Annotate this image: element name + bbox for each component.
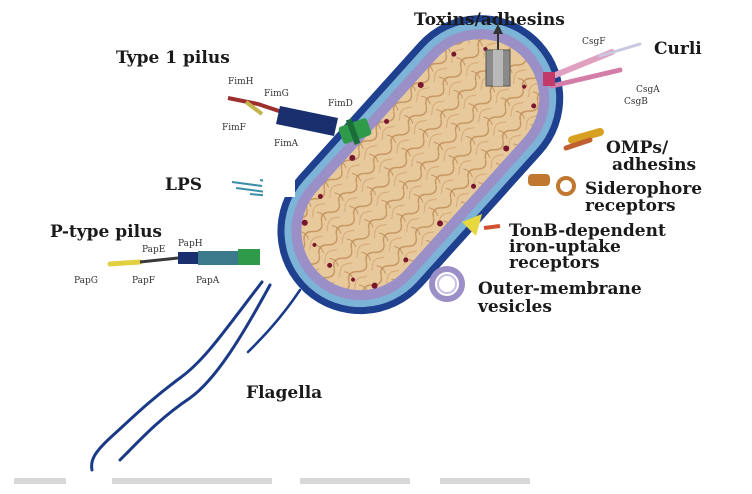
label-fimg: FimG [264, 89, 289, 99]
label-lps: LPS [165, 175, 202, 195]
label-adhesins: adhesins [612, 155, 696, 175]
label-vesicles: vesicles [477, 297, 552, 317]
omp-adhesin [566, 132, 600, 148]
label-papf: PapF [132, 276, 155, 286]
label-paph: PapH [178, 239, 203, 249]
label-papg: PapG [74, 276, 98, 286]
label-pape: PapE [142, 245, 165, 255]
label-fima: FimA [274, 139, 299, 149]
label-fimf: FimF [222, 123, 246, 133]
label-type1-pilus: Type 1 pilus [116, 48, 230, 68]
label-toxins-adhesins: Toxins/adhesins [414, 10, 565, 30]
footer-caption [14, 478, 530, 484]
lps-molecules [232, 180, 294, 196]
siderophore-receptor [528, 174, 574, 194]
flagellum-1 [92, 282, 262, 470]
flagellum-3 [248, 290, 300, 352]
flagellum-2 [120, 285, 270, 460]
p-type-pilus [110, 249, 260, 265]
label-fimh: FimH [228, 77, 254, 87]
label-csgb: CsgB [624, 97, 648, 107]
outer-membrane-vesicle [432, 269, 462, 299]
label-papa: PapA [196, 276, 220, 286]
label-p-type-pilus: P-type pilus [50, 222, 162, 242]
label-flagella: Flagella [246, 383, 322, 403]
label-siderophore-receptors: receptors [585, 196, 676, 216]
flagella-group [92, 282, 300, 470]
label-curli: Curli [654, 39, 702, 59]
label-tonb-receptors: receptors [509, 253, 600, 273]
label-csgf: CsgF [582, 37, 606, 47]
label-csga: CsgA [636, 85, 660, 95]
label-outer-membrane: Outer-membrane [478, 279, 642, 299]
label-fimd: FimD [328, 99, 353, 109]
